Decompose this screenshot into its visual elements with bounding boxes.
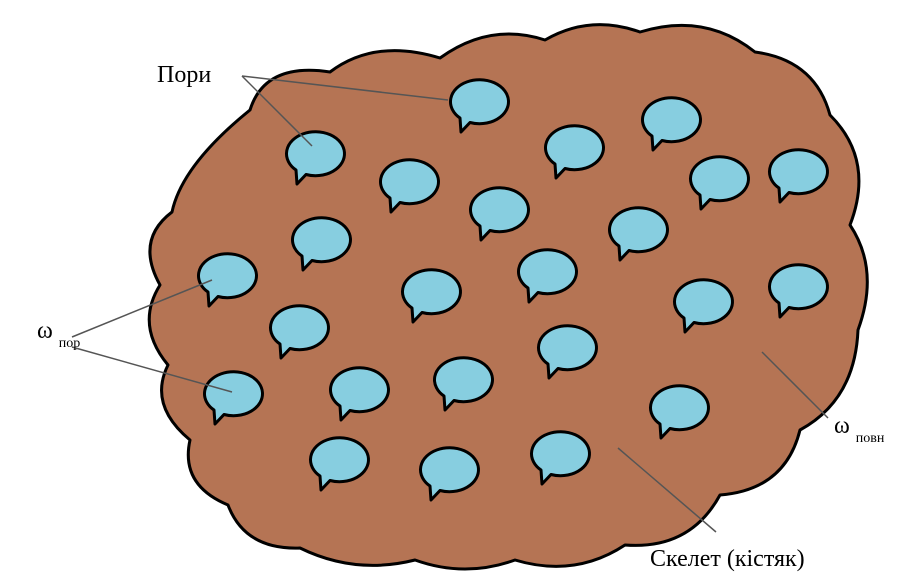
- omega-full-symbol: ω: [834, 413, 850, 439]
- pores-label: Пори: [157, 62, 211, 88]
- omega-full-label: ω повн: [834, 413, 885, 446]
- omega-pores-subscript: пор: [59, 336, 81, 351]
- omega-pores-label: ω пор: [37, 318, 80, 351]
- omega-pores-symbol: ω: [37, 318, 53, 344]
- skeleton-label: Скелет (кістяк): [650, 546, 805, 572]
- omega-full-subscript: повн: [856, 431, 885, 446]
